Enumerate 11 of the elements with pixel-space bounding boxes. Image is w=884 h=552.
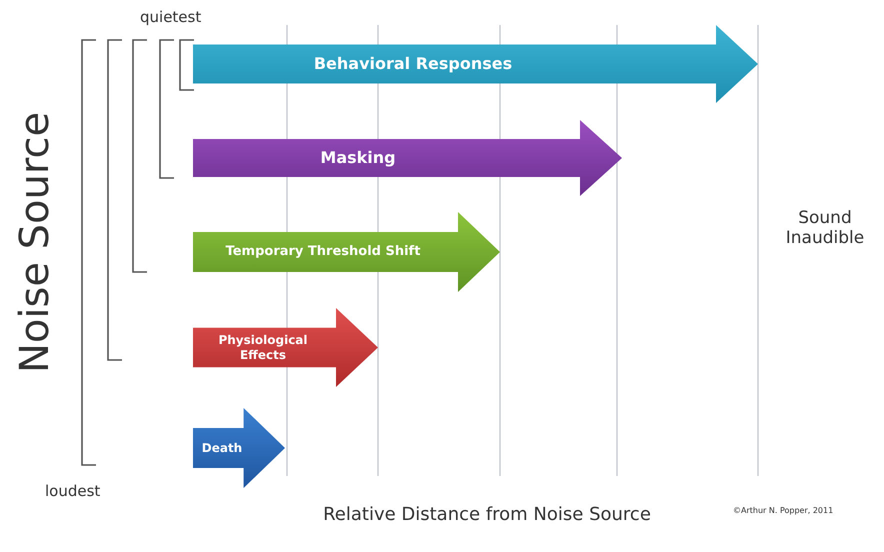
scale-label: loudest [45,482,100,500]
arrow-label: Physiological Effects [217,332,309,364]
annotation: Sound Inaudible [784,208,866,248]
arrow-label: Masking [319,147,397,170]
axis-title: Noise Source [12,113,58,373]
arrow-label: Death [200,440,244,457]
arrow-label: Temporary Threshold Shift [224,243,422,262]
scale-label: quietest [140,8,202,26]
arrow-label: Behavioral Responses [312,53,514,76]
copyright-notice: ©Arthur N. Popper, 2011 [733,506,834,515]
axis-title: Relative Distance from Noise Source [322,504,652,525]
